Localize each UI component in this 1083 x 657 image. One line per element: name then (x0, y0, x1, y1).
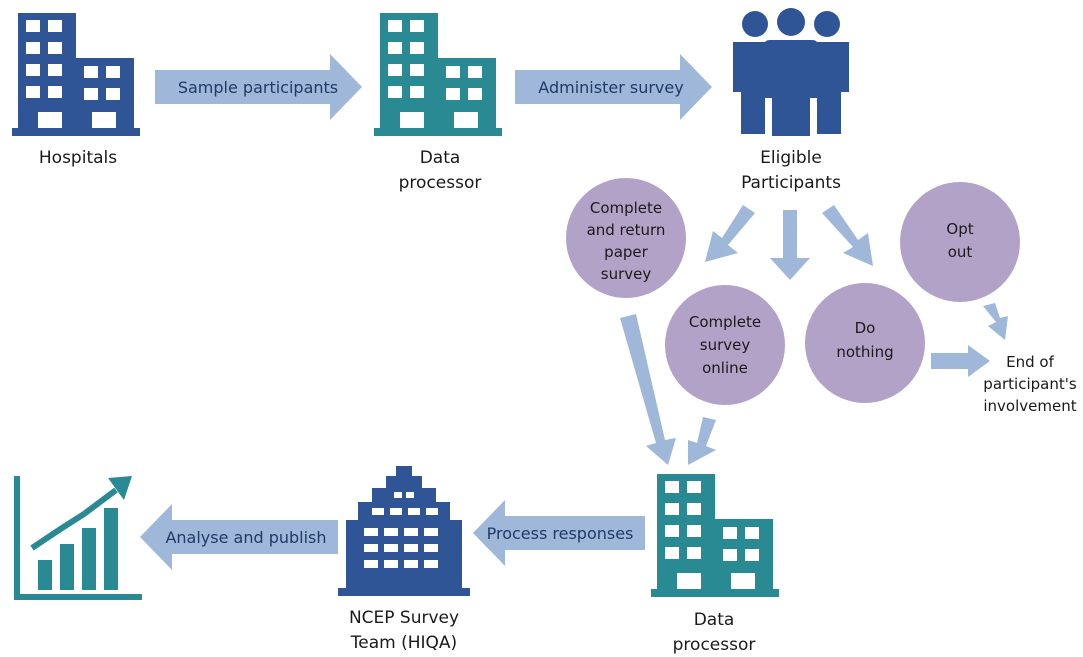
online-line-3: online (702, 359, 748, 377)
arrow-nothing-end (931, 345, 990, 377)
option-do-nothing: Do nothing (805, 283, 925, 403)
paper-line-4: survey (601, 265, 652, 283)
ncep-label-1: NCEP Survey (349, 608, 459, 628)
arrow-to-paper (705, 205, 755, 262)
data-processor-bottom-label-2: processor (673, 635, 756, 655)
arrow-analyse-publish: Analyse and publish (140, 504, 338, 570)
eligible-label-1: Eligible (760, 148, 822, 168)
data-processor-bottom-building-icon (651, 474, 779, 597)
arrow-sample-label: Sample participants (178, 78, 338, 97)
arrow-analyse-label: Analyse and publish (165, 528, 326, 547)
arrow-paper-processor (620, 314, 676, 465)
arrow-administer-label: Administer survey (538, 78, 683, 97)
growth-chart-icon (14, 476, 142, 600)
flow-arrows (620, 205, 1008, 465)
optout-line-2: out (948, 243, 973, 261)
end-line-1: End of (1006, 353, 1054, 371)
paper-line-2: and return (587, 221, 666, 239)
end-line-3: involvement (983, 397, 1076, 415)
optout-line-1: Opt (946, 220, 973, 238)
data-processor-bottom-label-1: Data (694, 610, 735, 630)
arrow-process-label: Process responses (487, 524, 634, 543)
ncep-label-2: Team (HIQA) (350, 633, 457, 653)
end-line-2: participant's (983, 375, 1077, 393)
online-line-2: survey (700, 336, 751, 354)
paper-line-1: Complete (590, 199, 662, 217)
data-processor-top-label-2: processor (399, 173, 482, 193)
option-paper-survey: Complete and return paper survey (566, 178, 686, 298)
arrow-online-processor (688, 417, 716, 465)
hospital-building-icon (12, 13, 140, 136)
eligible-label-2: Participants (741, 173, 841, 193)
data-processor-building-icon (374, 13, 502, 136)
paper-line-3: paper (604, 243, 648, 261)
arrow-optout-end (983, 303, 1008, 340)
data-processor-top-label-1: Data (420, 148, 461, 168)
arrow-administer-survey: Administer survey (515, 54, 712, 120)
arrow-to-nothing (822, 205, 873, 266)
participants-people-icon (733, 8, 849, 136)
option-opt-out: Opt out (900, 182, 1020, 302)
arrow-process-responses: Process responses (473, 500, 645, 566)
nothing-line-2: nothing (836, 343, 893, 361)
nothing-line-1: Do (855, 319, 876, 337)
hospitals-label: Hospitals (39, 148, 117, 168)
online-line-1: Complete (689, 313, 761, 331)
arrow-sample-participants: Sample participants (155, 54, 362, 120)
ncep-office-building-icon (338, 466, 470, 596)
option-online-survey: Complete survey online (665, 285, 785, 405)
arrow-to-online (770, 210, 810, 280)
